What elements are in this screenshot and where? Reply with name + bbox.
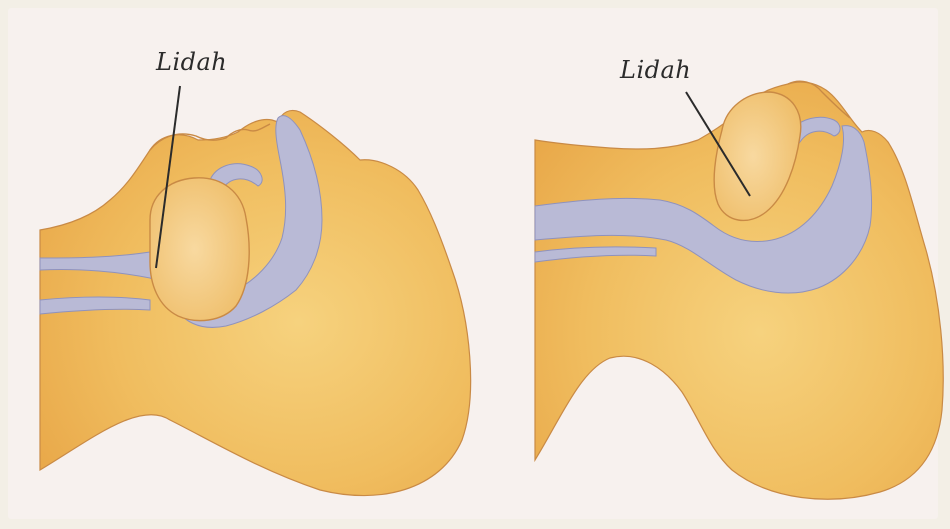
head-illustration-open (470, 0, 950, 529)
head-illustration-blocked (0, 0, 480, 529)
tongue-label: Lidah (620, 56, 691, 84)
panel-airway-blocked: Lidah (0, 0, 480, 529)
tongue-label: Lidah (156, 48, 227, 76)
panel-airway-open: Lidah (470, 0, 950, 529)
